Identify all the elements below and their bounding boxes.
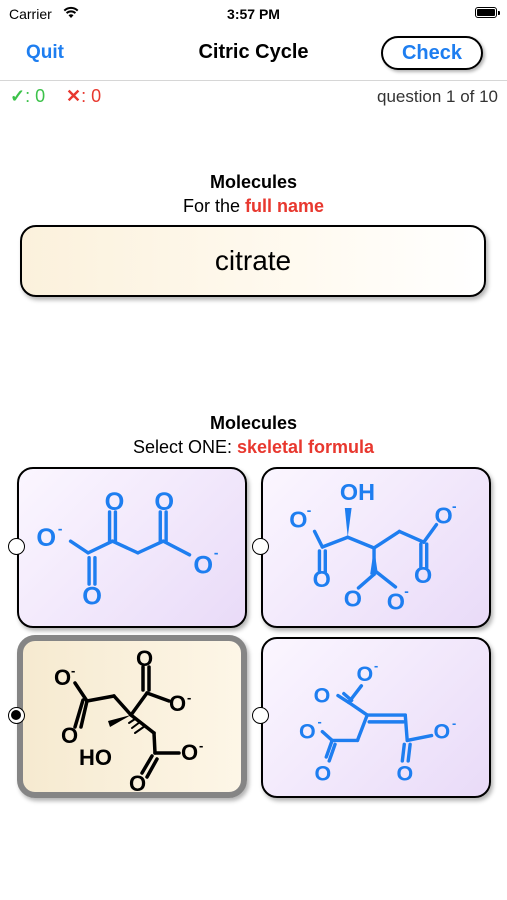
wifi-icon — [63, 6, 79, 18]
radio-option-citrate[interactable] — [8, 707, 25, 724]
battery-icon — [475, 7, 500, 18]
svg-text:O: O — [154, 488, 174, 516]
svg-text:O: O — [169, 691, 186, 716]
svg-text:O: O — [61, 723, 78, 748]
nav-bar: Quit Citric Cycle Check — [0, 28, 507, 81]
cross-icon: ✕ — [66, 86, 82, 106]
checkmark-icon: ✓ — [10, 86, 26, 106]
clock: 3:57 PM — [227, 6, 280, 22]
svg-text:-: - — [199, 738, 203, 753]
wrong-score: ✕: 0 — [66, 86, 102, 106]
svg-text:HO: HO — [79, 745, 112, 770]
svg-text:-: - — [374, 659, 378, 673]
prompt-card: citrate — [20, 225, 486, 297]
svg-text:O: O — [344, 585, 362, 611]
page-title: Citric Cycle — [198, 41, 309, 63]
svg-text:O: O — [396, 761, 413, 785]
option-card-oxaloacetate[interactable]: O - O O O O - — [17, 467, 247, 628]
svg-text:-: - — [214, 546, 219, 561]
svg-text:O: O — [289, 507, 307, 533]
prompt-instruction: For the full name — [182, 196, 325, 216]
svg-text:O: O — [181, 740, 198, 765]
cis-aconitate-structure: O O - O - O O - O — [299, 659, 456, 785]
svg-text:O: O — [356, 662, 373, 686]
option-card-isocitrate[interactable]: OH O - O O - O O O - — [261, 467, 491, 628]
svg-text:O: O — [54, 665, 71, 690]
svg-text:O: O — [36, 524, 56, 552]
quit-button[interactable]: Quit — [26, 42, 64, 63]
correct-score: ✓: 0 — [10, 86, 46, 106]
svg-text:OH: OH — [340, 479, 375, 505]
options-section-title: Molecules — [209, 413, 298, 433]
svg-text:O: O — [434, 719, 451, 743]
svg-text:-: - — [452, 717, 456, 731]
svg-text:-: - — [187, 690, 191, 705]
radio-option-cis-aconitate[interactable] — [252, 707, 269, 724]
option-card-cis-aconitate[interactable]: O O - O - O O - O — [261, 637, 491, 798]
svg-text:-: - — [452, 499, 457, 514]
svg-text:O: O — [136, 646, 153, 671]
svg-text:O: O — [82, 583, 102, 611]
svg-text:-: - — [71, 663, 75, 678]
carrier-label: Carrier — [9, 6, 52, 22]
option-card-citrate[interactable]: O - O O - O HO O - O — [17, 635, 247, 798]
svg-text:O: O — [387, 588, 405, 614]
check-button[interactable]: Check — [381, 36, 483, 70]
svg-text:-: - — [317, 715, 321, 729]
radio-option-isocitrate[interactable] — [252, 538, 269, 555]
svg-text:-: - — [58, 521, 63, 536]
prompt-section-title: Molecules — [209, 172, 298, 192]
isocitrate-structure: OH O - O O - O O O - — [289, 479, 457, 614]
svg-text:O: O — [414, 562, 432, 588]
svg-text:O: O — [435, 503, 453, 529]
score-row: ✓: 0 ✕: 0 question 1 of 10 — [0, 86, 507, 108]
svg-text:-: - — [307, 503, 312, 518]
options-highlight: skeletal formula — [236, 437, 375, 457]
prompt-highlight: full name — [245, 196, 325, 216]
citrate-structure: O - O O - O HO O - O — [54, 646, 203, 792]
radio-option-oxaloacetate[interactable] — [8, 538, 25, 555]
svg-text:O: O — [314, 683, 331, 707]
svg-text:-: - — [404, 584, 409, 599]
svg-text:O: O — [313, 566, 331, 592]
status-bar: Carrier 3:57 PM — [0, 0, 507, 28]
svg-text:O: O — [315, 761, 332, 785]
svg-text:O: O — [299, 719, 316, 743]
svg-text:O: O — [129, 771, 146, 792]
question-counter: question 1 of 10 — [377, 87, 498, 106]
options-instruction: Select ONE: skeletal formula — [132, 437, 375, 457]
prompt-text: citrate — [214, 245, 292, 276]
svg-text:O: O — [193, 551, 213, 579]
oxaloacetate-structure: O - O O O O - — [36, 488, 219, 611]
svg-text:O: O — [105, 488, 125, 516]
